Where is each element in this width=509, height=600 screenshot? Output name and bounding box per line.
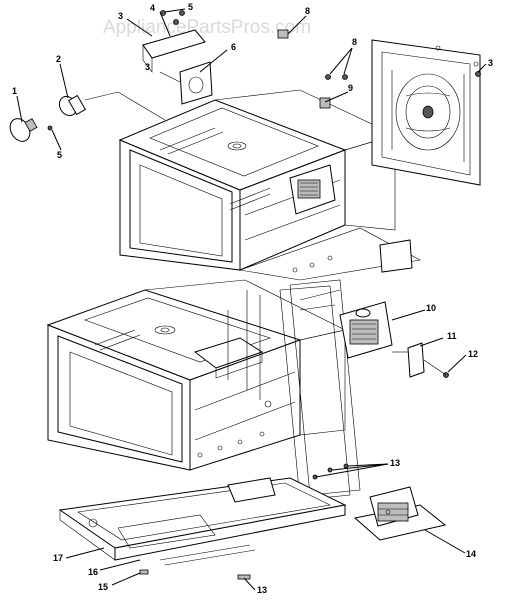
callout-14: 14 — [466, 549, 476, 559]
callout-16: 16 — [88, 567, 98, 577]
transformer — [353, 486, 447, 541]
callout-13a: 13 — [390, 458, 400, 468]
callout-labels: 1 2 3 3 3 4 5 5 6 8 8 9 10 11 12 13 13 1… — [12, 2, 493, 595]
callout-10: 10 — [426, 303, 436, 313]
lamp-assembly — [9, 91, 166, 142]
rear-fan-panel — [371, 39, 481, 186]
magnetron-assembly — [339, 301, 449, 378]
base-plate — [58, 477, 347, 580]
callout-9: 9 — [348, 83, 353, 93]
callout-3c: 3 — [488, 58, 493, 68]
callout-5b: 5 — [57, 150, 62, 160]
screws-top — [160, 10, 481, 109]
callout-15: 15 — [98, 582, 108, 592]
leader-lines — [16, 8, 487, 591]
lower-oven-cavity — [46, 279, 346, 471]
upper-oven-cavity — [118, 89, 421, 281]
top-cover-parts — [142, 29, 213, 105]
callout-8a: 8 — [305, 6, 310, 16]
callout-1: 1 — [12, 86, 17, 96]
callout-12: 12 — [468, 349, 478, 359]
callout-11: 11 — [447, 331, 457, 341]
callout-4: 4 — [150, 3, 155, 13]
callout-2: 2 — [56, 54, 61, 64]
callout-8b: 8 — [352, 37, 357, 47]
callout-3b: 3 — [145, 62, 150, 72]
callout-13b: 13 — [257, 585, 267, 595]
alignment-lines — [227, 279, 361, 501]
watermark-text: AppliancePartsPros.com — [103, 17, 311, 38]
callout-5a: 5 — [188, 2, 193, 12]
callout-3a: 3 — [118, 11, 123, 21]
callout-17: 17 — [53, 553, 63, 563]
callout-6: 6 — [231, 42, 236, 52]
